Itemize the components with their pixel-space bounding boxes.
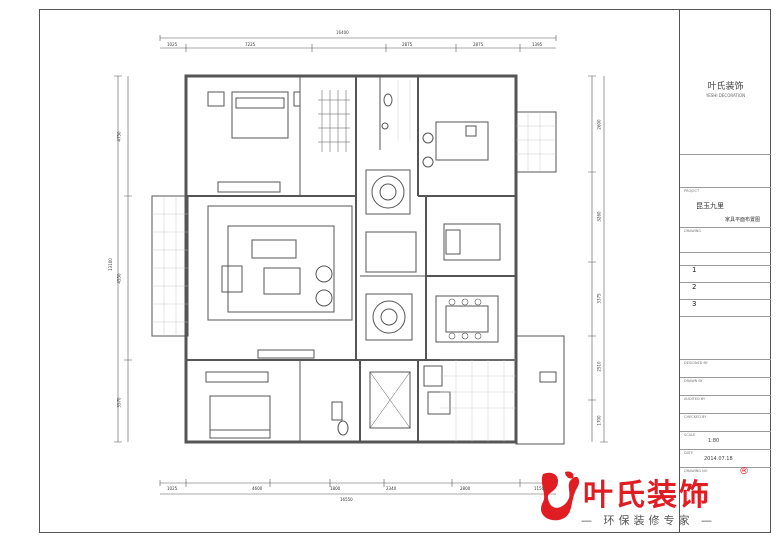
- dim-top-overall: 16400: [336, 30, 349, 35]
- dim-top-seg-3: 2875: [402, 42, 413, 47]
- dim-top-seg-2: 7225: [245, 42, 256, 47]
- scale-value: 1:80: [708, 438, 720, 444]
- revision-number-1: 1: [692, 266, 697, 274]
- dim-bottom-overall: 16550: [340, 497, 353, 502]
- dim-bottom-seg-1: 1025: [167, 486, 178, 491]
- drawing-sheet-border: [39, 9, 771, 533]
- brand-slogan: — 环保装修专家 —: [581, 514, 716, 527]
- checked-by-label: CHECKED BY: [684, 415, 707, 419]
- kitchen-annex: [515, 335, 565, 445]
- registered-mark: ®: [739, 466, 749, 477]
- drawing-label: DRAWING: [684, 229, 702, 233]
- dim-bottom-seg-4: 2340: [386, 486, 397, 491]
- dim-right-seg-3: 3375: [596, 293, 602, 304]
- revision-number-2: 2: [692, 283, 697, 291]
- drawing-name: 家具平面布置图: [725, 217, 761, 223]
- date-value: 2014.07.18: [704, 456, 733, 462]
- dim-right-seg-2: 3260: [596, 211, 602, 222]
- outer-wall: [184, 74, 518, 444]
- brand-name: 叶氏装饰: [583, 478, 711, 513]
- dim-top-seg-1: 1025: [167, 42, 178, 47]
- dim-right-seg-1: 2600: [596, 119, 602, 130]
- dim-left-seg-1: 4750: [116, 131, 122, 142]
- dim-bottom-seg-2: 4600: [252, 486, 263, 491]
- balcony-top-right: [515, 111, 557, 173]
- brand-mark-icon: [540, 471, 580, 521]
- dim-bottom-seg-6: 1150: [534, 486, 545, 491]
- dim-bottom-seg-3: 1800: [330, 486, 341, 491]
- date-label: DATE: [684, 451, 694, 455]
- dim-bottom-seg-5: 2800: [460, 486, 471, 491]
- bay-window: [151, 195, 189, 337]
- company-name-cn: 叶氏装饰: [707, 82, 744, 92]
- dim-top-seg-4: 2875: [473, 42, 484, 47]
- title-block: 叶氏装饰 YESHI DECORATION PROJECT 昆玉九里 家具平面布…: [679, 9, 771, 533]
- dim-left-seg-3: 3570: [116, 397, 122, 408]
- designed-by-label: DESIGNED BY: [684, 361, 708, 365]
- company-name-en: YESHI DECORATION: [705, 93, 746, 98]
- brand-logo: 叶氏装饰 ® — 环保装修专家 —: [533, 464, 780, 541]
- project-name: 昆玉九里: [696, 202, 724, 210]
- audited-by-label: AUDITED BY: [684, 397, 706, 401]
- scale-label: SCALE: [684, 433, 696, 437]
- revision-number-3: 3: [692, 300, 697, 308]
- drawn-by-label: DRAWN BY: [684, 379, 703, 383]
- drawing-no-label: DRAWING NO: [684, 469, 708, 473]
- dim-top-seg-5: 1395: [532, 42, 543, 47]
- dim-right-seg-4: 2510: [596, 361, 602, 372]
- dim-right-seg-5: 1700: [596, 415, 602, 426]
- dim-left-overall: 13100: [107, 258, 113, 271]
- project-label: PROJECT: [684, 189, 700, 193]
- dim-left-seg-2: 4550: [116, 273, 122, 284]
